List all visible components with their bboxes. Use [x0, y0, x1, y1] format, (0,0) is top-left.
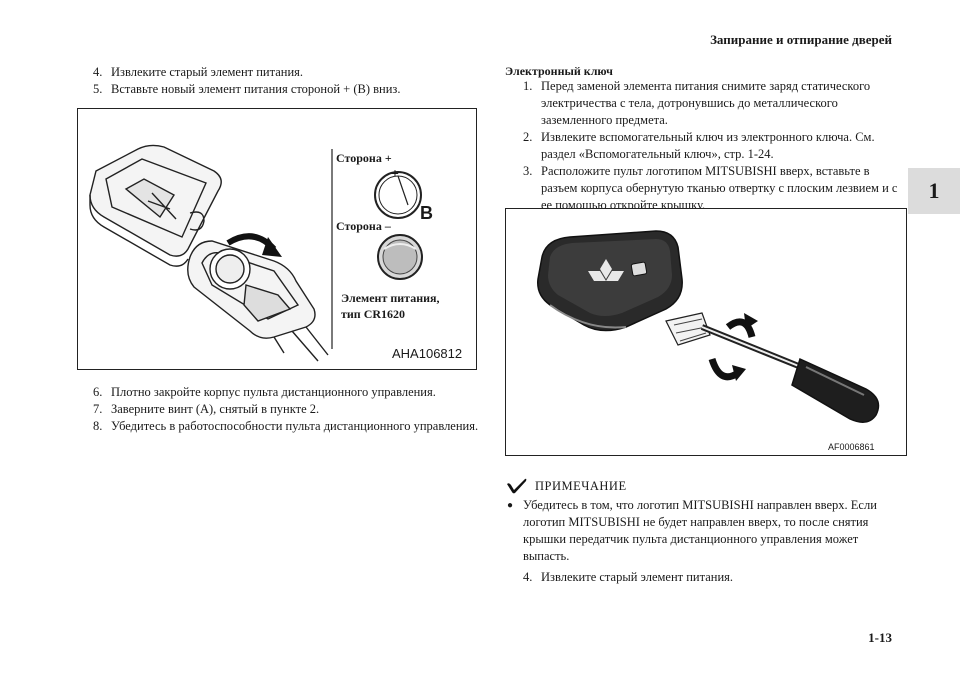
page-number: 1-13	[868, 630, 892, 645]
figure-code: AF0006861	[828, 442, 875, 452]
list-item: 6.Плотно закройте корпус пульта дистанци…	[93, 385, 436, 399]
section-heading: Электронный ключ	[505, 64, 613, 78]
list-item: ● Убедитесь в том, что логотип MITSUBISH…	[507, 498, 877, 563]
note-list: ● Убедитесь в том, что логотип MITSUBISH…	[507, 497, 907, 565]
battery-replacement-figure: Сторона + + B Сторона – Элемент питания,…	[77, 108, 477, 370]
battery-label-line1: Элемент питания,	[341, 291, 440, 305]
figure-code: AHA106812	[392, 346, 463, 361]
list-item: 4.Извлеките старый элемент питания.	[93, 65, 304, 79]
chapter-tab: 1	[908, 168, 960, 214]
list-item: 3.Расположите пульт логотипом MITSUBISHI…	[523, 164, 898, 212]
list-item: 7.Заверните винт (A), снятый в пункте 2.	[93, 402, 320, 416]
final-step: 4. Извлеките старый элемент питания.	[523, 570, 734, 584]
list-item: 1.Перед заменой элемента питания снимите…	[523, 79, 871, 127]
left-steps-top: 4.Извлеките старый элемент питания. 5.Вс…	[93, 64, 483, 98]
screwdriver-key-illustration	[537, 230, 880, 423]
note-title: ПРИМЕЧАНИЕ	[535, 478, 627, 493]
right-steps: 1.Перед заменой элемента питания снимите…	[523, 78, 908, 214]
remote-open-illustration	[89, 144, 423, 362]
left-steps-bottom: 6.Плотно закройте корпус пульта дистанци…	[93, 384, 483, 435]
list-item: 2.Извлеките вспомогательный ключ из элек…	[523, 130, 875, 161]
battery-label-line2: тип CR1620	[341, 307, 406, 321]
list-item: 5.Вставьте новый элемент питания стороно…	[93, 82, 401, 96]
letter-b-label: B	[420, 203, 433, 223]
bullet-icon: ●	[507, 500, 514, 511]
key-opening-figure: AF0006861	[505, 208, 907, 456]
side-plus-label: Сторона +	[336, 151, 392, 165]
note-header: ПРИМЕЧАНИЕ	[505, 478, 627, 494]
side-minus-label: Сторона –	[336, 219, 391, 233]
list-item: 8.Убедитесь в работоспособности пульта д…	[93, 419, 479, 433]
note-check-icon	[507, 478, 527, 494]
plus-sign-label: +	[391, 167, 399, 182]
header-title: Запирание и отпирание дверей	[710, 32, 892, 47]
